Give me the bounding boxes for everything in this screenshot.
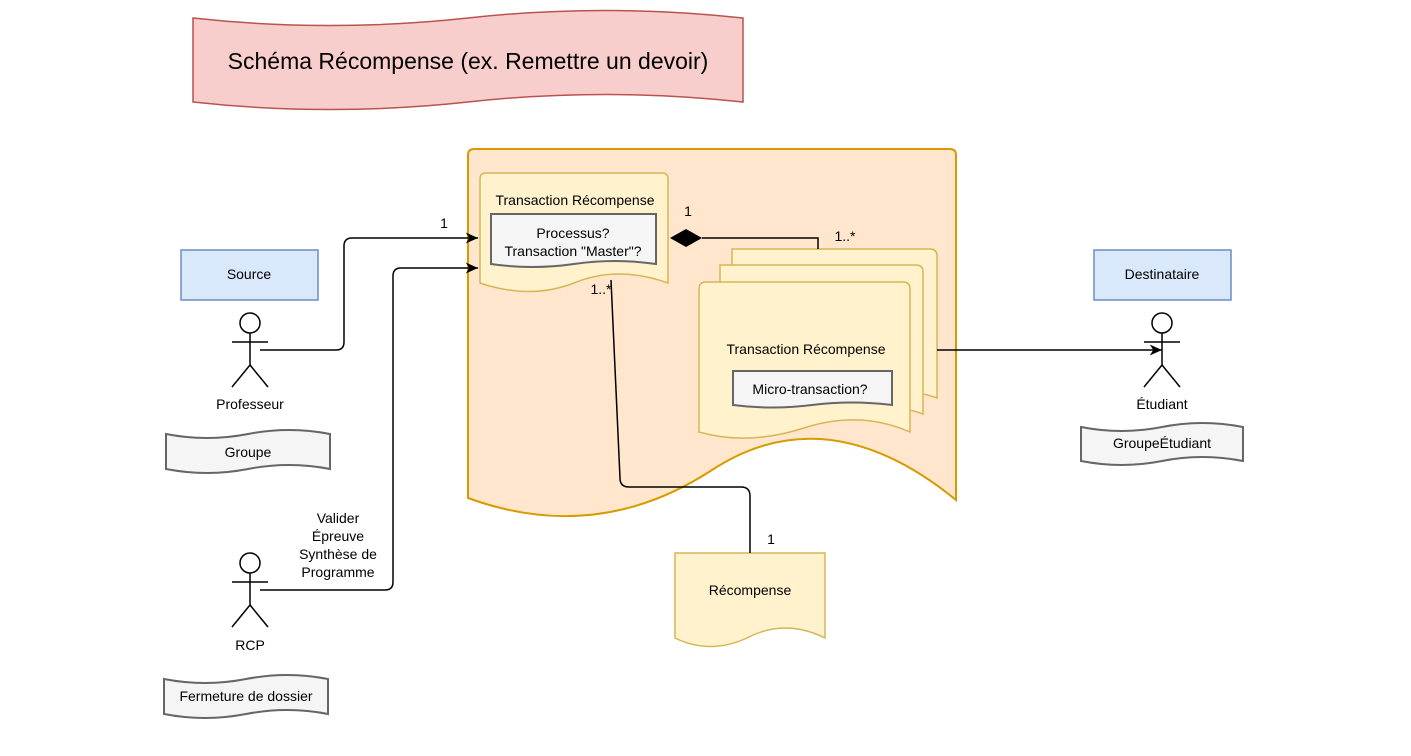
professeur-actor[interactable] bbox=[231, 312, 269, 388]
edge-professeur-to-master bbox=[260, 232, 478, 351]
master-transaction-doc[interactable]: Transaction Récompense Processus? Transa… bbox=[479, 172, 669, 293]
actor-right-leg bbox=[249, 604, 269, 628]
master-note-line2: Transaction "Master"? bbox=[504, 243, 641, 259]
edge-master-to-recompense bbox=[610, 279, 751, 553]
edge-rcp-to-master bbox=[260, 262, 478, 591]
actor-left-leg bbox=[1143, 364, 1163, 388]
diagram-title: Schéma Récompense (ex. Remettre un devoi… bbox=[228, 48, 709, 74]
actor-head bbox=[239, 312, 261, 334]
destinataire-label: Destinataire bbox=[1125, 266, 1200, 282]
actor-left-leg bbox=[231, 604, 251, 628]
micro-note-shape bbox=[732, 370, 893, 409]
master-note-shape bbox=[490, 213, 657, 268]
actor-head bbox=[239, 552, 261, 574]
multiplicity-micro-many: 1..* bbox=[834, 228, 856, 244]
source-box[interactable]: Source bbox=[180, 249, 319, 301]
groupe-tag[interactable]: Groupe bbox=[165, 429, 331, 474]
multiplicity-diamond: 1 bbox=[684, 203, 692, 219]
groupe-label: Groupe bbox=[225, 444, 272, 460]
title-banner: Schéma Récompense (ex. Remettre un devoi… bbox=[192, 9, 744, 111]
multiplicity-master-many: 1..* bbox=[590, 281, 612, 297]
recompense-label: Récompense bbox=[709, 582, 792, 598]
fermeture-label: Fermeture de dossier bbox=[179, 688, 312, 704]
rcp-edge-line-4: Programme bbox=[301, 564, 374, 580]
micro-transaction-stack[interactable]: Transaction Récompense Micro-transaction… bbox=[698, 248, 938, 439]
rcp-actor[interactable] bbox=[231, 552, 269, 628]
multiplicity-recompense: 1 bbox=[767, 531, 775, 547]
micro-transaction-title: Transaction Récompense bbox=[726, 341, 885, 357]
actor-head bbox=[1151, 312, 1173, 334]
source-label: Source bbox=[227, 266, 272, 282]
rcp-edge-line-2: Épreuve bbox=[312, 528, 364, 544]
actor-left-leg bbox=[231, 364, 251, 388]
composition-diamond bbox=[670, 229, 702, 247]
etudiant-label: Étudiant bbox=[1136, 396, 1187, 412]
micro-doc-front bbox=[698, 281, 911, 439]
micro-note: Micro-transaction? bbox=[752, 381, 867, 397]
actor-right-leg bbox=[1161, 364, 1181, 388]
edge-micro-to-master-composition bbox=[702, 237, 819, 249]
actor-right-leg bbox=[249, 364, 269, 388]
groupe-etudiant-label: GroupeÉtudiant bbox=[1113, 435, 1211, 451]
rcp-edge-line-3: Synthèse de bbox=[299, 546, 377, 562]
fermeture-tag[interactable]: Fermeture de dossier bbox=[163, 674, 329, 719]
groupe-etudiant-tag[interactable]: GroupeÉtudiant bbox=[1080, 422, 1244, 466]
master-note-line1: Processus? bbox=[536, 225, 609, 241]
multiplicity-prof-master: 1 bbox=[440, 215, 448, 231]
recompense-doc[interactable]: Récompense bbox=[674, 552, 826, 648]
rcp-edge-label: Valider Épreuve Synthèse de Programme bbox=[299, 510, 377, 580]
etudiant-actor[interactable] bbox=[1143, 312, 1181, 388]
professeur-label: Professeur bbox=[216, 396, 284, 412]
master-transaction-title: Transaction Récompense bbox=[495, 192, 654, 208]
rcp-edge-line-1: Valider bbox=[317, 510, 360, 526]
destinataire-box[interactable]: Destinataire bbox=[1093, 249, 1232, 301]
rcp-label: RCP bbox=[235, 637, 265, 653]
